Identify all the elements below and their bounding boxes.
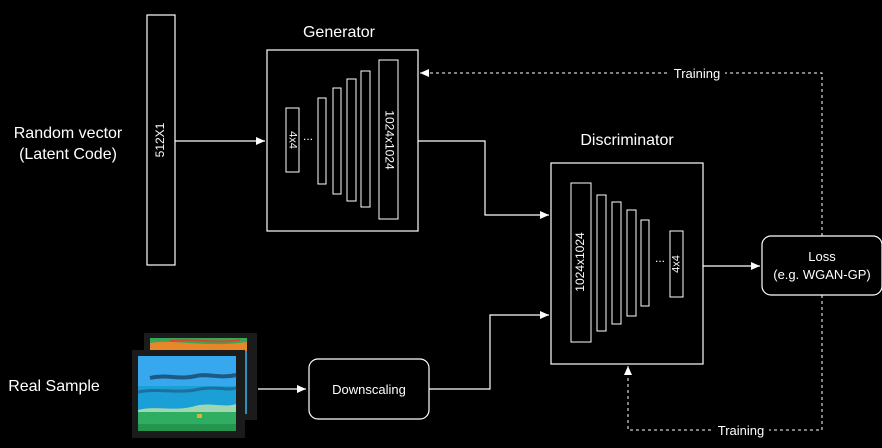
generator-layer [317,97,327,185]
generator-layer-first [285,107,300,173]
discriminator-last-layer-label: 4x4 [670,255,682,273]
loss-example-label: (e.g. WGAN-GP) [773,267,871,282]
generator-first-layer-label: 4x4 [287,131,299,149]
discriminator-first-layer-label: 1024x1024 [573,232,587,292]
discriminator-layer [596,194,607,332]
downscaling-label: Downscaling [332,382,406,397]
downscaling-box: Downscaling [308,358,430,420]
generator-to-discriminator-arrow [418,140,549,219]
discriminator-title: Discriminator [580,132,674,149]
training-top-label: Training [674,66,720,81]
generator-last-layer-label: 1024x1024 [382,110,396,170]
generator-ellipsis: ... [303,129,313,143]
discriminator-layer [611,201,622,325]
training-feedback-generator-arrow [420,69,823,236]
discriminator-layer [640,219,650,307]
training-feedback-discriminator-arrow [624,295,823,431]
latent-vector-label: 512X1 [153,122,167,157]
generator-layer [360,70,371,208]
discriminator-layer [626,209,637,317]
training-bottom-label: Training [718,423,764,438]
latent-vector-block: 512X1 [146,14,176,266]
discriminator-box: 1024x1024 ... 4x4 [550,162,704,365]
discriminator-layer-first [570,182,592,343]
latent-code-label: (Latent Code) [19,146,117,163]
real-sample-label: Real Sample [8,378,100,395]
generator-title: Generator [303,24,376,41]
random-vector-label: Random vector [14,125,123,142]
generator-layer-last [378,59,399,220]
discriminator-ellipsis: ... [655,251,665,265]
loss-box: Loss (e.g. WGAN-GP) [761,235,882,296]
loss-label: Loss [808,249,836,264]
generator-box: 4x4 ... 1024x1024 [266,49,419,232]
generator-layer [332,87,342,195]
discriminator-layer-last [669,230,684,298]
downscaling-to-discriminator-arrow [429,311,549,390]
generator-layer [346,78,357,202]
real-sample-images [132,333,257,438]
